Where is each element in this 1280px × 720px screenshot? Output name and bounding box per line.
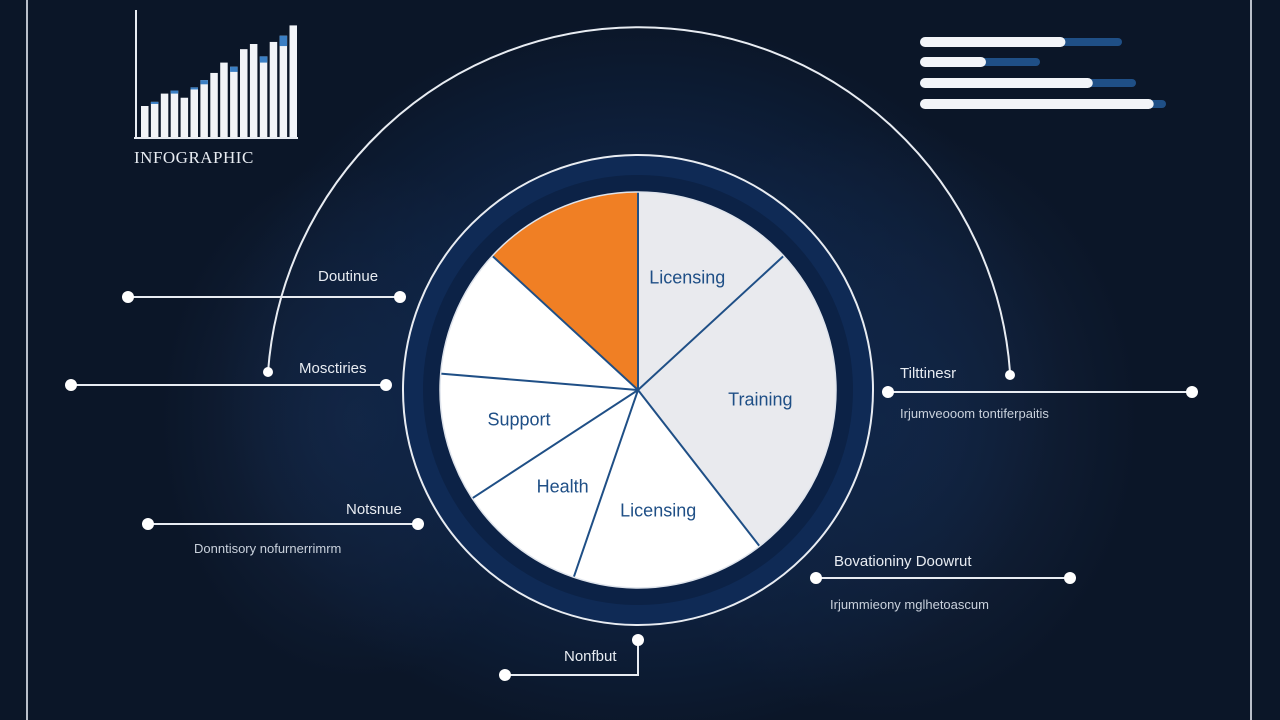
- pie-slice-1: [638, 192, 784, 390]
- mini-bar-11: [240, 49, 248, 137]
- mini-bar-accent-7: [200, 80, 208, 85]
- callout-right-1: [882, 386, 1198, 398]
- progress-fill-3: [920, 78, 1093, 88]
- mini-bar-13: [259, 56, 268, 137]
- mini-bar-9: [220, 62, 228, 137]
- frame-left-line: [26, 0, 28, 720]
- mini-bar-8: [210, 72, 218, 137]
- callout-left-2: [65, 379, 392, 391]
- pie-slice-3: [573, 390, 760, 589]
- mini-bar-4: [170, 90, 179, 137]
- progress-fill-4: [920, 99, 1154, 109]
- arc-end-dot-right: [1005, 370, 1015, 380]
- arc-end-dot-left: [263, 367, 273, 377]
- pie-slice-6: [440, 255, 638, 390]
- mini-bar-2: [150, 101, 159, 137]
- progress-bars: [920, 37, 1166, 109]
- callout-left-1-dot-start: [122, 291, 134, 303]
- pie-slice-label-2: Training: [728, 389, 793, 410]
- pie-slice-5: [440, 373, 638, 499]
- callout-left-3-dot-start: [142, 518, 154, 530]
- callout-left-3-subtitle: Donntisory nofurnerrimrm: [194, 541, 342, 556]
- callout-right-1-dot-end: [1186, 386, 1198, 398]
- pie-border: [439, 191, 837, 589]
- mini-bar-7: [200, 80, 208, 137]
- pie-chart: [439, 191, 837, 589]
- frame-right-line: [1250, 0, 1252, 720]
- mini-bar-6: [190, 87, 198, 137]
- callout-left-1-title: Doutinue: [318, 268, 379, 285]
- callout-bottom-title: Nonfbut: [564, 648, 617, 665]
- callout-right-2-subtitle: Irjummieony mglhetoascum: [830, 597, 989, 612]
- pie-divider-5: [471, 389, 639, 500]
- callout-right-1-dot-start: [882, 386, 894, 398]
- callout-left-2-title: Mosctiries: [299, 360, 367, 377]
- mini-bar-1: [141, 106, 149, 137]
- callout-right-2-dot-start: [810, 572, 822, 584]
- callout-left-3: [142, 518, 424, 530]
- mini-bar-10: [230, 66, 238, 137]
- pie-divider-2: [637, 255, 785, 391]
- pie-divider-3: [637, 389, 761, 547]
- pie-slice-label-5: Support: [487, 409, 551, 430]
- progress-fill-1: [920, 37, 1066, 47]
- pie-divider-6: [440, 372, 639, 391]
- callout-right-1-subtitle: Irjumveooom tontiferpaitis: [900, 406, 1049, 421]
- pie-slice-label-1: Licensing: [649, 267, 726, 288]
- mini-bar-chart: [134, 10, 298, 139]
- pie-slice-label-3: Licensing: [620, 500, 697, 521]
- mini-bar-accent-15: [279, 35, 288, 47]
- pie-slice-2: [638, 255, 836, 547]
- mini-bar-accent-2: [150, 101, 159, 104]
- callout-left-3-dot-end: [412, 518, 424, 530]
- callout-left-1: [122, 291, 406, 303]
- callout-bottom: [499, 634, 644, 681]
- callout-left-2-dot-start: [65, 379, 77, 391]
- callout-right-1-title: Tilttinesr: [900, 365, 957, 382]
- mini-bar-12: [249, 44, 258, 137]
- mini-bar-3: [160, 93, 169, 137]
- logo-text: INFOGRAPHIC: [134, 148, 254, 167]
- outer-arc: [267, 26, 1011, 373]
- callout-bottom-dot-end: [632, 634, 644, 646]
- mini-bar-16: [289, 25, 297, 137]
- callout-bottom-line: [505, 640, 639, 676]
- pie-slice-label-4: Health: [536, 476, 589, 497]
- callout-left-1-dot-end: [394, 291, 406, 303]
- mini-bar-14: [269, 41, 278, 137]
- callout-right-2-title: Bovationiny Doowrut: [834, 553, 972, 570]
- pie-divider-4: [572, 389, 639, 578]
- mini-bar-15: [279, 35, 288, 137]
- mini-bar-accent-13: [259, 56, 268, 63]
- mini-bar-accent-6: [190, 87, 198, 90]
- callout-right-2-dot-end: [1064, 572, 1076, 584]
- callout-left-2-dot-end: [380, 379, 392, 391]
- pie-slice-4: [472, 390, 638, 578]
- mini-bar-5: [180, 97, 189, 137]
- callout-right-2: [810, 572, 1076, 584]
- pie-divider-7: [491, 255, 639, 391]
- callout-left-3-title: Notsnue: [346, 501, 402, 518]
- mini-bar-accent-10: [230, 66, 238, 72]
- pie-slice-7: [492, 192, 638, 390]
- mini-bar-accent-4: [170, 90, 179, 94]
- callout-bottom-dot-start: [499, 669, 511, 681]
- progress-fill-2: [920, 57, 986, 67]
